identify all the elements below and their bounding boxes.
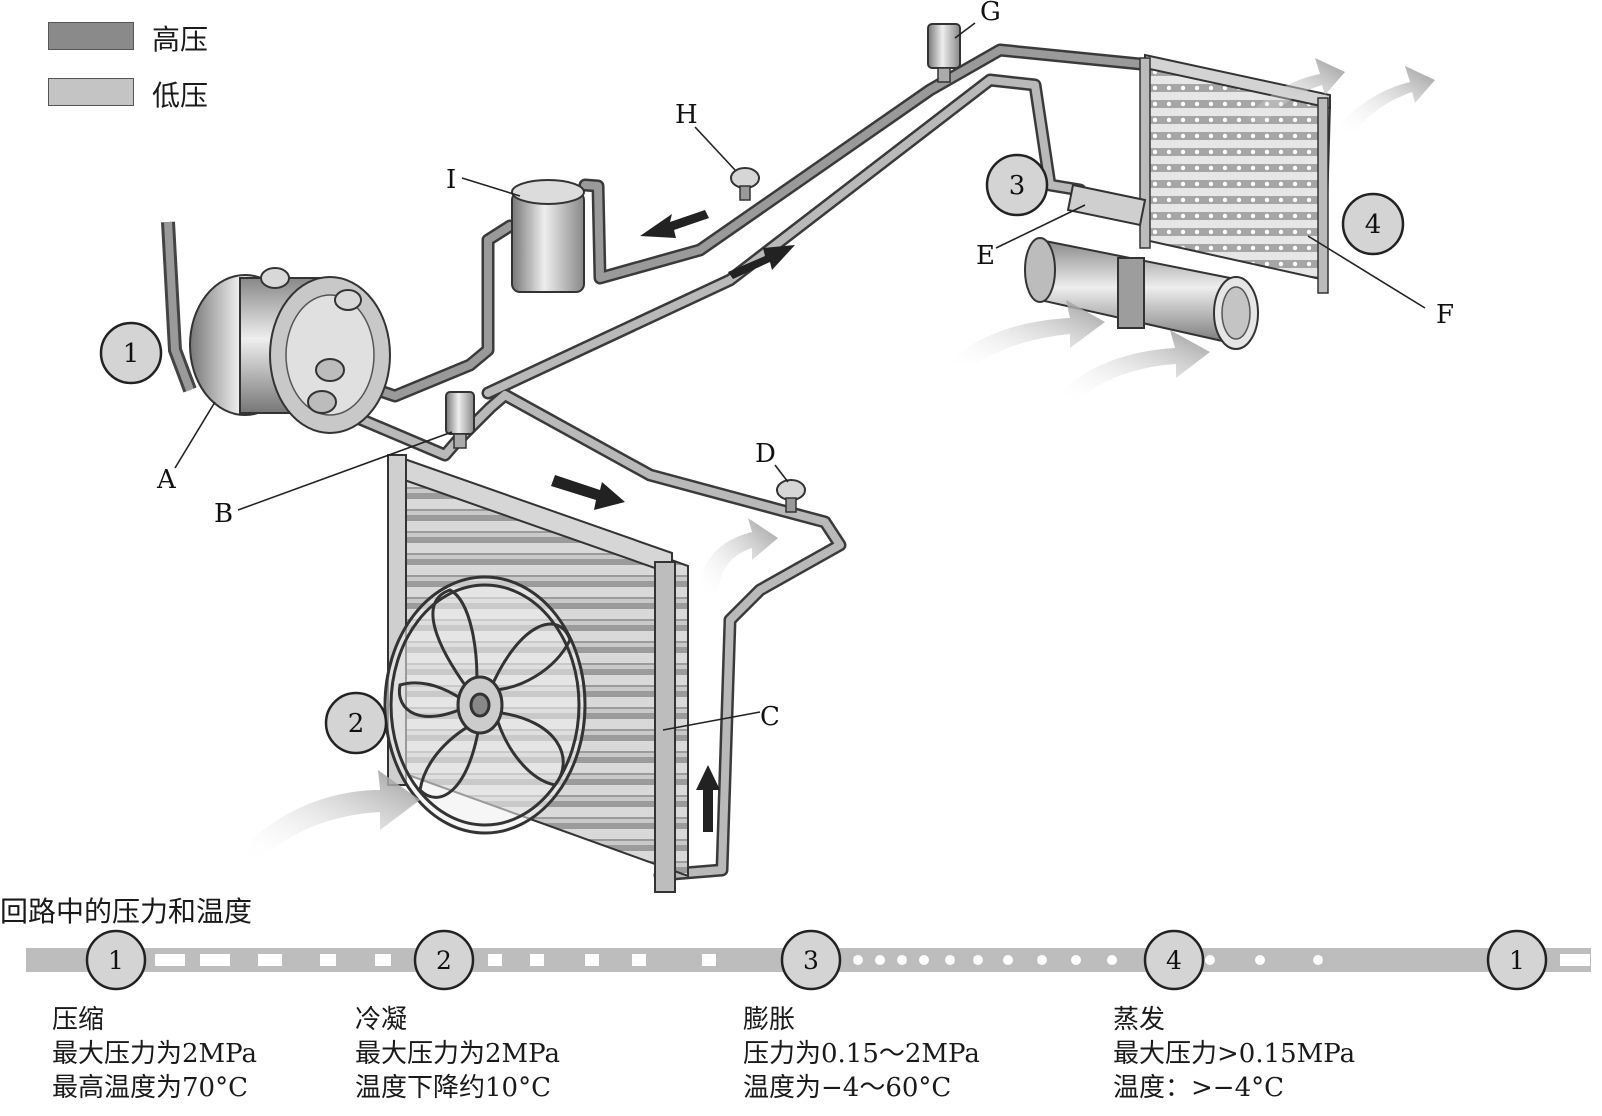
stage-name: 膨胀 bbox=[743, 1005, 796, 1035]
high-pressure-label: 高压 bbox=[152, 23, 209, 56]
high-pressure-swatch bbox=[48, 22, 134, 50]
label-f: F bbox=[1436, 300, 1454, 330]
label-b: B bbox=[214, 499, 233, 529]
stage-line2: 温度：>−4°C bbox=[1113, 1073, 1285, 1103]
leader-lines bbox=[174, 22, 1426, 731]
label-d: D bbox=[755, 439, 776, 469]
airflow-arrows bbox=[240, 58, 1435, 860]
stage-name: 压缩 bbox=[52, 1005, 105, 1035]
cycle-node-3: 3 bbox=[803, 946, 819, 975]
stage-expansion: 膨胀 压力为0.15～2MPa 温度为−4～60°C bbox=[743, 1003, 980, 1105]
flow-direction-arrows bbox=[551, 210, 795, 832]
cycle-title: 回路中的压力和温度 bbox=[0, 895, 253, 928]
stage-line2: 最高温度为70°C bbox=[52, 1073, 248, 1103]
evaporator bbox=[1139, 53, 1332, 294]
label-a: A bbox=[156, 465, 177, 495]
stage-number-1: 1 bbox=[123, 339, 140, 369]
evaporator-blower bbox=[1024, 237, 1259, 350]
stage-name: 蒸发 bbox=[1113, 1005, 1166, 1035]
cycle-nodes bbox=[85, 929, 1548, 991]
stage-number-2: 2 bbox=[348, 709, 365, 739]
stage-name: 冷凝 bbox=[355, 1005, 408, 1035]
stage-evaporation: 蒸发 最大压力>0.15MPa 温度：>−4°C bbox=[1113, 1003, 1355, 1105]
label-c: C bbox=[760, 702, 780, 732]
cycle-node-4: 4 bbox=[1166, 946, 1182, 975]
low-pressure-swatch bbox=[48, 78, 134, 106]
stage-line2: 温度下降约10°C bbox=[355, 1073, 551, 1103]
pressure-switch-g bbox=[927, 23, 961, 83]
expansion-valve bbox=[1066, 183, 1147, 227]
stage-line1: 最大压力>0.15MPa bbox=[1113, 1039, 1356, 1069]
receiver-dryer bbox=[511, 179, 585, 293]
label-i: I bbox=[446, 165, 456, 195]
label-h: H bbox=[675, 100, 698, 130]
label-e: E bbox=[976, 241, 995, 271]
label-g: G bbox=[980, 0, 1001, 27]
stage-compression: 压缩 最大压力为2MPa 最高温度为70°C bbox=[52, 1003, 257, 1105]
stage-number-4: 4 bbox=[1365, 210, 1382, 240]
cycle-node-1-repeat: 1 bbox=[1509, 946, 1525, 975]
condenser-fan bbox=[383, 575, 587, 835]
cycle-node-2: 2 bbox=[436, 946, 452, 975]
pressure-switch-b bbox=[445, 391, 475, 449]
low-pressure-label: 低压 bbox=[152, 79, 209, 112]
service-port-h bbox=[730, 167, 760, 201]
compressor bbox=[161, 221, 391, 434]
stage-line1: 最大压力为2MPa bbox=[355, 1039, 560, 1069]
stage-line1: 最大压力为2MPa bbox=[52, 1039, 257, 1069]
stage-line1: 压力为0.15～2MPa bbox=[743, 1039, 980, 1069]
cycle-node-1: 1 bbox=[108, 946, 124, 975]
stage-number-3: 3 bbox=[1009, 171, 1026, 201]
stage-line2: 温度为−4～60°C bbox=[743, 1073, 952, 1103]
stage-circles bbox=[99, 153, 1405, 755]
stage-condensation: 冷凝 最大压力为2MPa 温度下降约10°C bbox=[355, 1003, 560, 1105]
service-port-d bbox=[776, 479, 806, 513]
